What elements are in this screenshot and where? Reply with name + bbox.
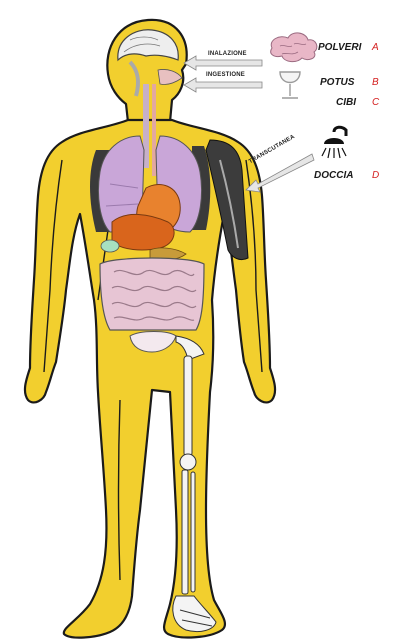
dust-cloud-icon	[271, 33, 317, 62]
fibula	[191, 472, 195, 592]
gallbladder	[101, 240, 119, 252]
route-label-inalazione: INALAZIONE	[208, 51, 247, 57]
tibia	[182, 470, 188, 594]
legend-name-cibi: CIBI	[336, 97, 356, 108]
legend-code-c: C	[372, 97, 379, 108]
legend-code-d: D	[372, 170, 379, 181]
legend-code-b: B	[372, 77, 379, 88]
ingestione-arrow	[184, 78, 262, 92]
inalazione-arrow	[184, 56, 262, 70]
wine-glass-icon	[280, 72, 300, 98]
knee-cap	[180, 454, 196, 470]
shower-icon	[322, 127, 346, 158]
route-label-ingestione: INGESTIONE	[206, 72, 245, 78]
legend-name-doccia: DOCCIA	[314, 170, 353, 181]
legend-name-potus: POTUS	[320, 77, 354, 88]
legend-name-polveri: POLVERI	[318, 42, 361, 53]
femur	[184, 356, 192, 456]
legend-code-a: A	[372, 42, 379, 53]
